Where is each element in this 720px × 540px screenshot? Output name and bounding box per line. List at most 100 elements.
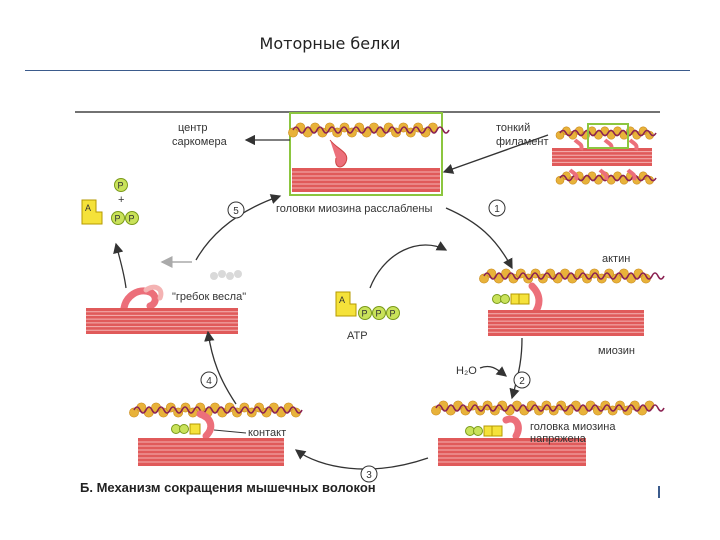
actin-bead — [479, 273, 489, 284]
step-number: 1 — [494, 204, 500, 215]
phosphate-glyph-3: P — [390, 309, 396, 319]
water-label: H₂O — [456, 365, 477, 377]
tropomyosin-strand — [292, 126, 450, 134]
thin-filament-overview-1 — [555, 126, 657, 140]
phosphate-glyph-2: P — [376, 309, 382, 319]
adp-p-complex-right — [492, 293, 530, 305]
myosin-band-top — [292, 168, 440, 192]
arrow-step-3 — [294, 449, 429, 470]
title-divider — [25, 70, 690, 71]
myosin-band-right — [488, 310, 644, 336]
myosin-head-contact — [196, 410, 215, 440]
myosin-band — [138, 438, 284, 466]
step-marker-4: 4 — [200, 371, 218, 389]
actin-bead — [431, 405, 441, 416]
myosin-band-overview — [552, 148, 652, 166]
atp-label: ATP — [347, 330, 368, 342]
zoom-frame-center — [289, 112, 443, 196]
free-phosphate-glyph: P — [118, 181, 124, 191]
adp-p-complex-lower-left — [171, 423, 201, 435]
relaxed-state-panel — [288, 112, 450, 196]
actin-label: актин — [602, 253, 630, 265]
overview-myosin-heads — [568, 138, 639, 181]
phosphate-3 — [386, 306, 400, 320]
adp-adenosine-shape — [81, 199, 103, 225]
tensed-head-panel — [431, 400, 665, 466]
thin-filament-label-2: филамент — [496, 136, 549, 148]
myosin-band-lower-left — [138, 438, 284, 466]
tropomyosin-strand — [483, 272, 665, 280]
adp-phosphate-1 — [111, 211, 125, 225]
myosin-band — [86, 308, 238, 334]
actin-binding-panel — [479, 268, 665, 336]
myosin-head-binding — [528, 282, 543, 318]
actin-bead — [129, 407, 139, 418]
relaxed-label: головки миозина расслаблены — [276, 203, 432, 215]
myosin-head-relaxed — [329, 139, 348, 168]
adp-phosphate-2 — [125, 211, 139, 225]
step-markers: 1 2 3 4 5 — [200, 199, 531, 483]
myosin-band — [488, 310, 644, 336]
thin-filament-lower-left — [129, 402, 303, 418]
thin-filament-top — [288, 122, 450, 138]
arrow-release — [113, 242, 127, 289]
zoom-frame-overview — [587, 123, 629, 149]
power-stroke-panel — [86, 256, 242, 334]
myosin-band-lower-right — [438, 438, 586, 466]
adp-phosphate-glyph-1: P — [115, 214, 121, 224]
cycle-arrows — [113, 134, 549, 470]
tensed-label-2: напряжена — [530, 433, 587, 445]
adenosine-shape — [335, 291, 357, 317]
step-marker-5: 5 — [227, 201, 245, 219]
thin-filament-label-1: тонкий — [496, 122, 530, 134]
adp-adenosine-glyph: A — [85, 203, 91, 213]
actin-bead — [288, 127, 298, 138]
arrow-step-4 — [204, 330, 237, 405]
figure-caption: Б. Механизм сокращения мышечных волокон — [80, 480, 376, 495]
plus-sign: + — [118, 194, 124, 206]
atp-molecule: A P P P ATP — [335, 291, 400, 342]
adp-phosphate-glyph-2: P — [129, 214, 135, 224]
tensed-label-1: головка миозина — [530, 421, 616, 433]
myosin-head-stroke — [120, 287, 159, 312]
step-number: 5 — [233, 206, 239, 217]
center-label-2: саркомера — [172, 136, 228, 148]
step-number: 4 — [206, 376, 212, 387]
tropomyosin-strand — [559, 129, 657, 137]
slide-title: Моторные белки — [259, 34, 401, 53]
contact-pointer — [213, 429, 247, 434]
arrow-step-2 — [509, 337, 523, 400]
step-number: 2 — [519, 376, 525, 387]
slide-edge-mark — [658, 486, 660, 498]
myosin-label: миозин — [598, 345, 635, 357]
thin-filament-right — [479, 268, 665, 284]
detached-filament-ghost — [210, 270, 242, 280]
phosphate-2 — [372, 306, 386, 320]
step-marker-3: 3 — [360, 465, 378, 483]
tropomyosin-strand — [435, 404, 665, 412]
thin-filament-lower-right — [431, 400, 665, 416]
myosin-band — [438, 438, 586, 466]
stroke-label: "гребок весла" — [172, 291, 246, 303]
center-label-1: центр — [178, 122, 208, 134]
phosphate-1 — [358, 306, 372, 320]
myosin-band — [552, 148, 652, 166]
contact-panel — [129, 402, 303, 466]
myosin-band-left — [86, 308, 238, 334]
tropomyosin-strand — [133, 406, 303, 414]
arrow-zoom — [442, 134, 549, 174]
phosphate-glyph-1: P — [362, 309, 368, 319]
arrow-atp — [369, 241, 448, 289]
arrow-step-1 — [445, 207, 513, 270]
adenosine-glyph: A — [339, 295, 345, 305]
step-marker-2: 2 — [513, 371, 531, 389]
actin-bead — [555, 130, 565, 140]
contact-label: контакт — [248, 427, 286, 439]
arrow-step-5 — [195, 194, 282, 261]
adp-p-products: P + A P P — [81, 178, 139, 225]
actin-bead — [555, 175, 565, 185]
adp-p-complex-lower-right — [465, 425, 503, 437]
myosin-head-stroke-ghost — [143, 284, 164, 301]
free-phosphate — [114, 178, 128, 192]
